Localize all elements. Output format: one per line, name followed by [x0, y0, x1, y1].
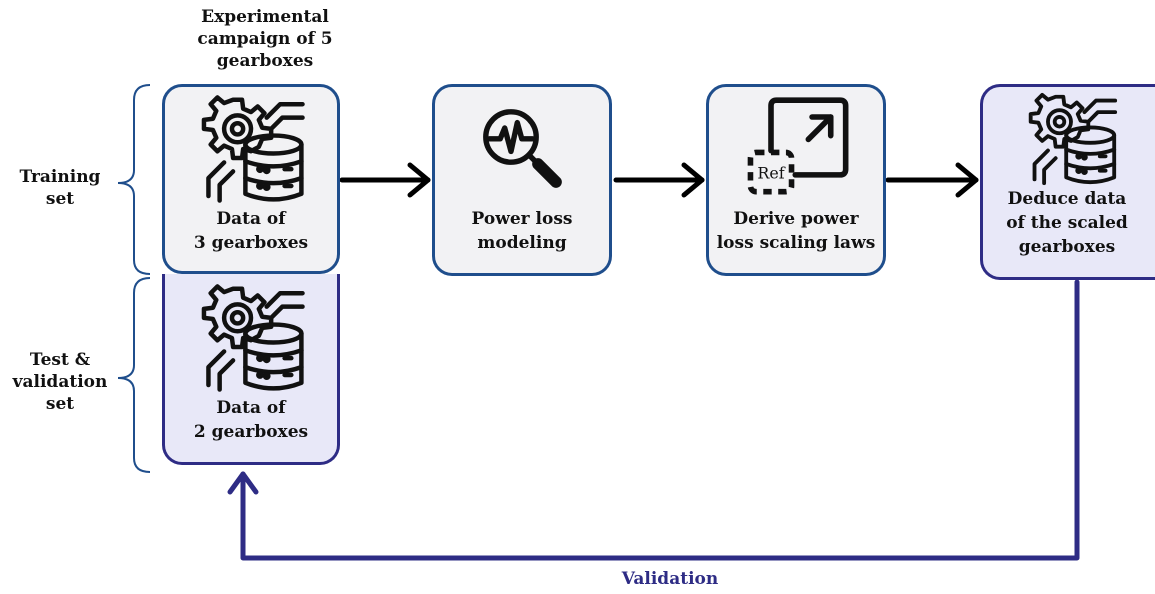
test-validation-set-label: Test & validation set [0, 349, 120, 415]
validation-loop-arrow [227, 279, 1080, 561]
training-data-label-line2: 3 gearboxes [193, 233, 309, 253]
deduce-label-line3: gearboxes [1018, 237, 1116, 257]
modeling-label-line1: Power loss [471, 209, 573, 229]
deduce-label-line2: of the scaled [1006, 213, 1128, 233]
modeling-label-line2: modeling [477, 233, 567, 253]
magnifier-waveform-icon [483, 109, 562, 188]
test-data-label-line2: 2 gearboxes [193, 422, 309, 442]
ref-text: Ref [757, 164, 785, 183]
training-set-label-line2: set [45, 189, 75, 209]
campaign-title: Experimental campaign of 5 gearboxes [150, 6, 380, 72]
test-validation-brace [117, 277, 151, 473]
test-validation-set-label-line1: Test & [29, 350, 91, 370]
training-data-label-line1: Data of [216, 209, 286, 229]
gear-database-icon [195, 93, 307, 205]
scaling-label-line2: loss scaling laws [716, 233, 876, 253]
training-brace [117, 84, 151, 275]
arrow-modeling-to-scaling [613, 162, 705, 198]
deduce-data-box[interactable]: Deduce data of the scaled gearboxes [980, 84, 1155, 280]
gear-database-icon [195, 282, 307, 394]
arrow-scaling-to-deduce [885, 162, 979, 198]
training-set-label: Training set [0, 166, 120, 210]
campaign-title-line2: campaign of 5 gearboxes [197, 29, 333, 71]
campaign-title-line1: Experimental [201, 7, 329, 27]
deduce-label-line1: Deduce data [1007, 189, 1127, 209]
test-validation-set-label-line2: validation [12, 372, 108, 392]
validation-label: Validation [621, 569, 719, 589]
scale-up-icon: Ref [747, 97, 849, 195]
training-set-label-line1: Training [19, 167, 101, 187]
arrow-train-to-modeling [339, 162, 431, 198]
scaling-label-line1: Derive power [733, 209, 859, 229]
training-data-box[interactable]: Data of 3 gearboxes [162, 84, 340, 274]
power-loss-modeling-box[interactable]: Power loss modeling [432, 84, 612, 276]
test-validation-set-label-line3: set [45, 394, 75, 414]
test-data-label-line1: Data of [216, 398, 286, 418]
gear-database-icon [1023, 91, 1119, 187]
scaling-laws-box[interactable]: Ref Derive power loss scaling laws [706, 84, 886, 276]
test-data-box[interactable]: Data of 2 gearboxes [162, 274, 340, 465]
